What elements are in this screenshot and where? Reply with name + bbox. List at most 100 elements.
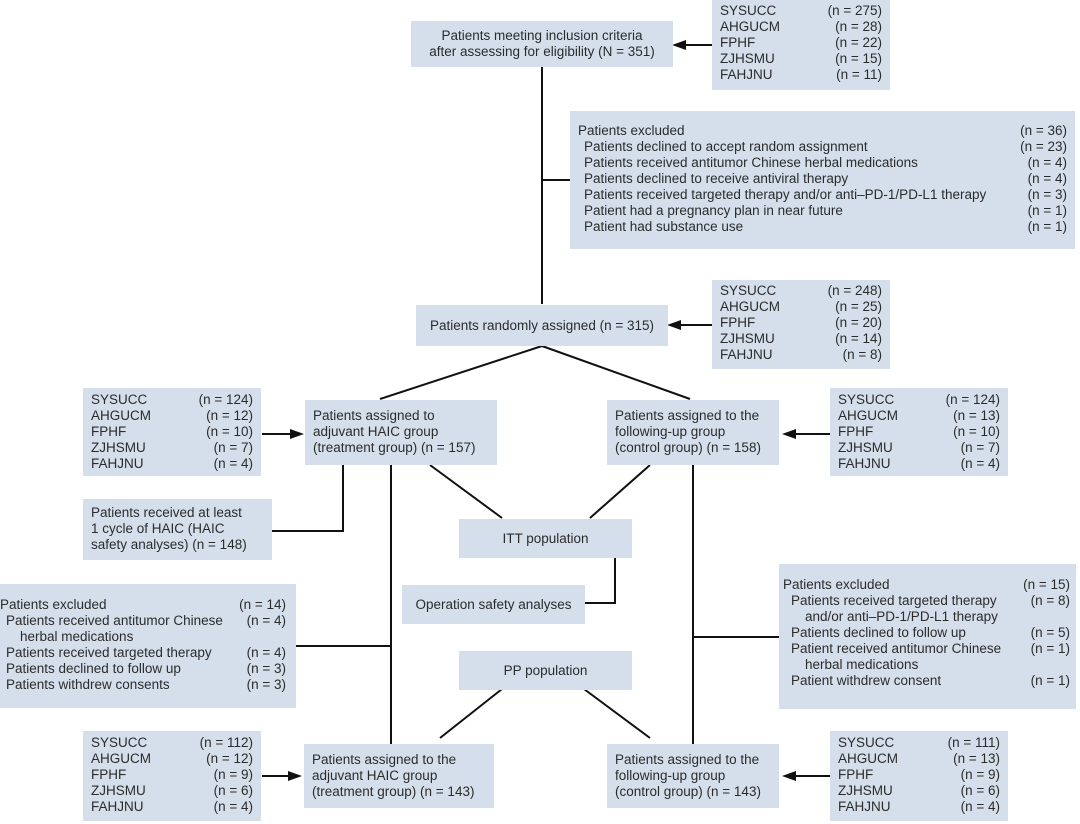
site-name: SYSUCC <box>720 283 777 298</box>
site-row: SYSUCC(n = 124) <box>838 392 1000 408</box>
excluded-reason-count: (n = 4) <box>1027 171 1067 186</box>
excluded-reason-count: (n = 4) <box>1027 155 1067 170</box>
excluded-reason-count: (n = 8) <box>1030 593 1070 608</box>
arrowhead <box>288 771 302 781</box>
excluded-reason: Patients declined to follow up <box>6 661 181 676</box>
excluded-count: (n = 15) <box>1023 577 1070 592</box>
site-row: FAHJNU (n = 4) <box>91 456 253 472</box>
excluded-item: Patients received targeted therapy(n = 4… <box>0 645 286 661</box>
site-count: (n = 25) <box>835 299 882 314</box>
pp-population-box: PP population <box>459 651 632 690</box>
excluded-reason-count: (n = 3) <box>246 677 286 692</box>
control-assigned-box: Patients assigned to the following-up gr… <box>607 400 779 465</box>
excluded-title-row: Patients excluded(n = 36) <box>578 123 1067 139</box>
site-name: ZJHSMU <box>838 783 893 798</box>
site-count: (n = 15) <box>835 51 882 66</box>
site-name: FAHJNU <box>838 799 891 814</box>
itt-population-box: ITT population <box>459 519 632 558</box>
treatment-final-line1: Patients assigned to the <box>312 752 457 767</box>
site-row: FPHF(n = 9) <box>838 767 1000 783</box>
site-count: (n = 275) <box>827 3 882 18</box>
site-row: SYSUCC(n = 112) <box>91 735 253 751</box>
site-name: FPHF <box>91 767 127 782</box>
excluded-reason-cont: herbal medications <box>20 629 134 644</box>
site-row: SYSUCC(n = 111) <box>838 735 1000 751</box>
randomized-box: Patients randomly assigned (n = 315) <box>416 305 668 346</box>
connector-split-left <box>379 345 543 400</box>
connector-pp-left <box>439 688 503 739</box>
excluded-item: Patients declined to receive antiviral t… <box>578 171 1067 187</box>
enrollment-box: Patients meeting inclusion criteria afte… <box>411 21 673 67</box>
haic-line3: safety analyses) (n = 148) <box>91 537 247 552</box>
connector-haic-safety <box>272 465 344 532</box>
excluded-title-row: Patients excluded(n = 15) <box>783 577 1070 593</box>
excluded-reason: Patients withdrew consents <box>6 677 170 692</box>
excluded-reason-cont: herbal medications <box>805 657 919 672</box>
site-count: (n = 7) <box>960 440 1000 455</box>
excluded-item-cont: herbal medications <box>0 629 286 645</box>
treatment-final-box: Patients assigned to the adjuvant HAIC g… <box>304 744 494 808</box>
site-name: SYSUCC <box>838 735 895 750</box>
site-name: FAHJNU <box>838 456 891 471</box>
itt-label: ITT population <box>502 530 589 546</box>
treatment-final-line3: (treatment group) (n = 143) <box>312 784 475 799</box>
site-name: FPHF <box>91 424 127 439</box>
site-count: (n = 10) <box>953 424 1000 439</box>
site-count: (n = 4) <box>960 456 1000 471</box>
excluded-reason-count: (n = 1) <box>1027 203 1067 218</box>
site-name: FAHJNU <box>91 799 144 814</box>
site-row: ZJHSMU(n = 7) <box>838 440 1000 456</box>
enrollment-line2: after assessing for eligibility (N = 351… <box>429 44 655 59</box>
site-name: AHGUCM <box>91 408 151 423</box>
site-row: ZJHSMU(n = 15) <box>720 51 882 67</box>
connector-operation-safety <box>585 557 616 604</box>
site-row: FAHJNU (n = 4) <box>838 456 1000 472</box>
arrowhead <box>782 429 796 439</box>
site-row: AHGUCM(n = 13) <box>838 408 1000 424</box>
site-name: FPHF <box>720 315 756 330</box>
control-final-sites-box: SYSUCC(n = 111) AHGUCM(n = 13) FPHF(n = … <box>830 731 1008 821</box>
arrowhead <box>290 429 304 439</box>
control-final-line1: Patients assigned to the <box>615 752 760 767</box>
randomized-label: Patients randomly assigned (n = 315) <box>429 317 654 333</box>
site-name: FAHJNU <box>91 456 144 471</box>
treatment-line3: (treatment group) (n = 157) <box>313 440 476 455</box>
site-row: FPHF(n = 9) <box>91 767 253 783</box>
control-line1: Patients assigned to the <box>615 408 760 423</box>
excluded-item-cont: and/or anti–PD-1/PD-L1 therapy <box>783 609 1070 625</box>
operation-safety-label: Operation safety analyses <box>415 596 572 612</box>
site-name: AHGUCM <box>91 751 151 766</box>
site-row: AHGUCM(n = 13) <box>838 751 1000 767</box>
treatment-final-line2: adjuvant HAIC group <box>312 768 438 783</box>
site-name: FPHF <box>838 424 874 439</box>
site-count: (n = 11) <box>836 67 882 82</box>
excluded-title: Patients excluded <box>0 597 107 612</box>
site-count: (n = 248) <box>827 283 882 298</box>
excluded-reason-count: (n = 23) <box>1020 139 1067 154</box>
site-count: (n = 12) <box>206 408 253 423</box>
excluded-title-row: Patients excluded(n = 14) <box>0 597 286 613</box>
control-final-box: Patients assigned to the following-up gr… <box>607 744 779 808</box>
site-count: (n = 8) <box>842 347 882 362</box>
excluded-reason-count: (n = 4) <box>246 645 286 660</box>
excluded-reason: Patients received antitumor Chinese <box>6 613 223 628</box>
excluded-item: Patients received antitumor Chinese herb… <box>578 155 1067 171</box>
site-name: FAHJNU <box>720 347 773 362</box>
site-name: ZJHSMU <box>720 331 775 346</box>
excluded-pre-box: Patients excluded(n = 36) Patients decli… <box>570 111 1075 249</box>
site-row: SYSUCC(n = 124) <box>91 392 253 408</box>
control-sites-box: SYSUCC(n = 124) AHGUCM(n = 13) FPHF (n = … <box>830 388 1008 476</box>
site-row: AHGUCM (n = 12) <box>91 408 253 424</box>
connector-split-right <box>541 345 691 400</box>
site-name: AHGUCM <box>838 408 898 423</box>
excluded-reason: Patients received targeted therapy <box>791 593 997 608</box>
control-excluded-box: Patients excluded(n = 15) Patients recei… <box>779 564 1076 709</box>
site-name: AHGUCM <box>720 19 780 34</box>
site-count: (n = 4) <box>213 456 253 471</box>
excluded-reason-count: (n = 3) <box>246 661 286 676</box>
site-row: FAHJNU(n = 4) <box>838 799 1000 815</box>
excluded-item: Patients received targeted therapy (n = 8… <box>783 593 1070 609</box>
enrollment-sites-box: SYSUCC(n = 275) AHGUCM(n = 28) FPHF(n = … <box>712 0 890 90</box>
excluded-reason-count: (n = 3) <box>1027 187 1067 202</box>
connector-pp-right <box>583 688 651 739</box>
